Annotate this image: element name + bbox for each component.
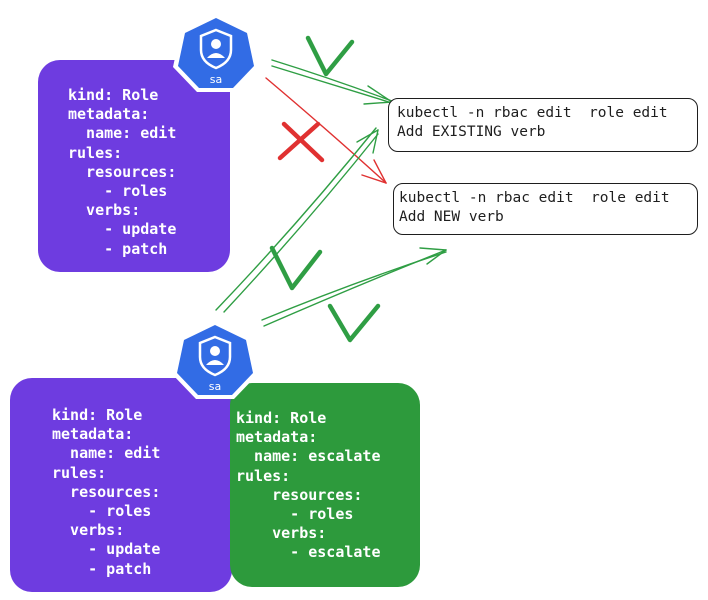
check-mark-1: [305, 35, 355, 77]
command-new-line2: Add NEW verb: [399, 209, 504, 225]
arrow-top-to-existing: [271, 59, 393, 105]
arrow-bottom-to-new: [261, 247, 447, 327]
command-new-line1: kubectl -n rbac edit role edit: [399, 190, 670, 206]
sa-label-bottom: sa: [209, 380, 221, 393]
role-edit-top: kind: Role metadata: name: edit rules: r…: [38, 60, 230, 272]
role-edit-top-yaml: kind: Role metadata: name: edit rules: r…: [68, 86, 177, 258]
sa-label-top: sa: [210, 73, 222, 86]
role-escalate: kind: Role metadata: name: escalate rule…: [230, 383, 420, 587]
arrow-top-to-new-blocked: [265, 77, 387, 184]
service-account-icon: sa: [173, 13, 259, 92]
role-escalate-yaml: kind: Role metadata: name: escalate rule…: [236, 409, 381, 562]
role-edit-bottom-yaml: kind: Role metadata: name: edit rules: r…: [52, 406, 161, 578]
role-edit-bottom: kind: Role metadata: name: edit rules: r…: [10, 378, 232, 592]
command-existing-line1: kubectl -n rbac edit role edit: [397, 105, 668, 121]
arrow-bottom-to-existing: [215, 127, 379, 313]
service-account-icon: sa: [172, 320, 258, 399]
command-add-existing-verb: kubectl -n rbac edit role edit Add EXIST…: [388, 98, 698, 152]
cross-mark: [277, 121, 325, 163]
command-existing-line2: Add EXISTING verb: [397, 124, 546, 140]
check-mark-3: [327, 303, 381, 343]
command-add-new-verb: kubectl -n rbac edit role edit Add NEW v…: [393, 183, 698, 235]
check-mark-2: [269, 245, 323, 291]
